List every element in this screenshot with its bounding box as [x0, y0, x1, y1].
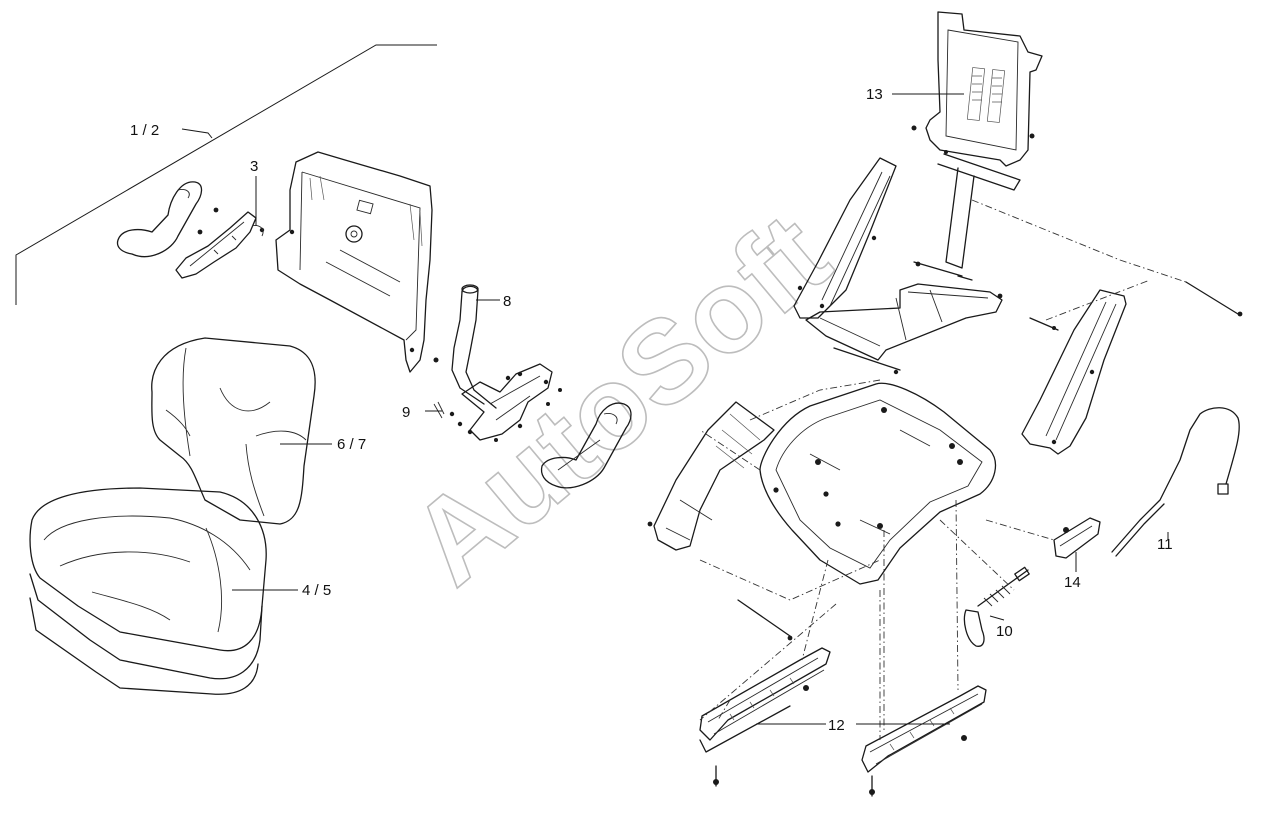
callout-labels: 1 / 2 3 8 9 6 / 7 4 / 5 13 11 14 10 12: [130, 86, 1173, 734]
recliner-mechanism: [433, 357, 562, 442]
callout-14: 14: [1064, 574, 1081, 591]
callout-8: 8: [503, 293, 511, 310]
callout-3: 3: [250, 158, 258, 175]
armrest-right: [540, 402, 632, 489]
callout-12: 12: [828, 717, 845, 734]
callout-13: 13: [866, 86, 883, 103]
callout-1-2: 1 / 2: [130, 122, 159, 139]
watermark: AutoSoft: [387, 189, 853, 610]
adjust-handle: [451, 284, 497, 409]
rail-bolts: [737, 599, 793, 641]
slide-rail-right: [861, 685, 987, 797]
cross-frame: [805, 261, 1003, 375]
adjust-bolt: [963, 566, 1030, 647]
suspension-upper-frame: [911, 11, 1043, 269]
leader-lines: [181, 93, 1169, 725]
assembly-lines: [699, 199, 1187, 740]
armrest-bracket: [175, 207, 265, 279]
scissor-arm-right: [1021, 289, 1127, 455]
latch-block: [1053, 517, 1101, 559]
callout-11: 11: [1157, 536, 1173, 553]
seat-base-plate: [759, 382, 997, 585]
scissor-lower-left: [647, 401, 775, 551]
group-bracket-1-2: [15, 44, 437, 305]
callout-9: 9: [402, 404, 410, 421]
backrest-frame: [275, 151, 433, 373]
callout-4-5: 4 / 5: [302, 582, 331, 599]
slide-rail-left: [699, 647, 831, 787]
cable: [1111, 281, 1243, 557]
armrest-pad: [116, 181, 203, 258]
callout-10: 10: [996, 623, 1013, 640]
callout-6-7: 6 / 7: [337, 436, 366, 453]
backrest-cushion: [151, 337, 316, 525]
seat-cushion: [29, 487, 267, 695]
